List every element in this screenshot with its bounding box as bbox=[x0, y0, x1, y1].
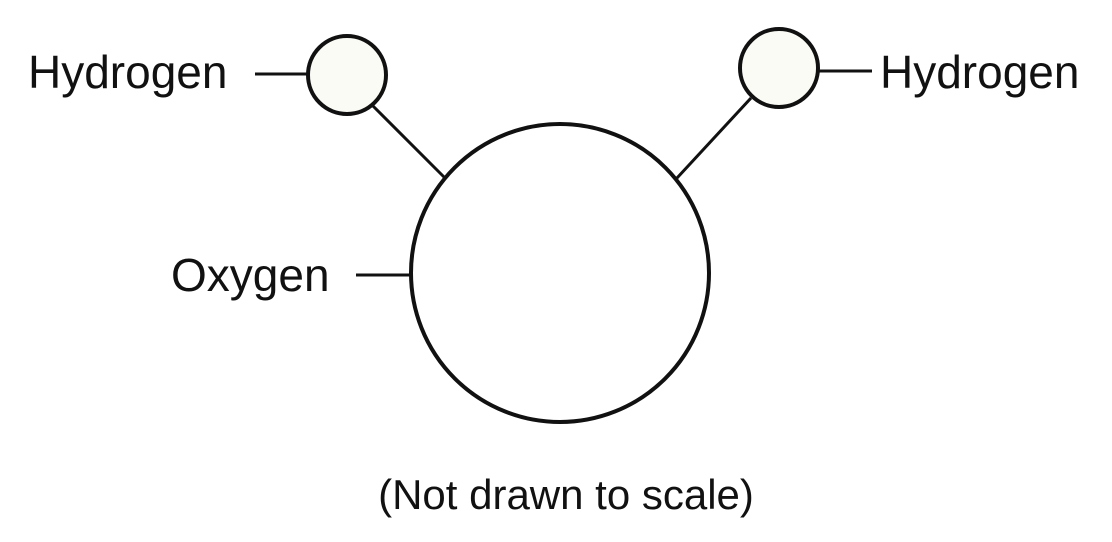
hydrogen-atom-right bbox=[738, 27, 820, 109]
label-hydrogen-right: Hydrogen bbox=[880, 46, 1079, 98]
caption-not-to-scale: (Not drawn to scale) bbox=[378, 471, 754, 518]
hydrogen-atom-left bbox=[306, 34, 388, 116]
oxygen-atom bbox=[409, 122, 711, 424]
bond-right bbox=[675, 96, 753, 180]
bond-left bbox=[371, 104, 447, 180]
label-oxygen: Oxygen bbox=[171, 249, 330, 301]
label-hydrogen-left: Hydrogen bbox=[28, 46, 227, 98]
